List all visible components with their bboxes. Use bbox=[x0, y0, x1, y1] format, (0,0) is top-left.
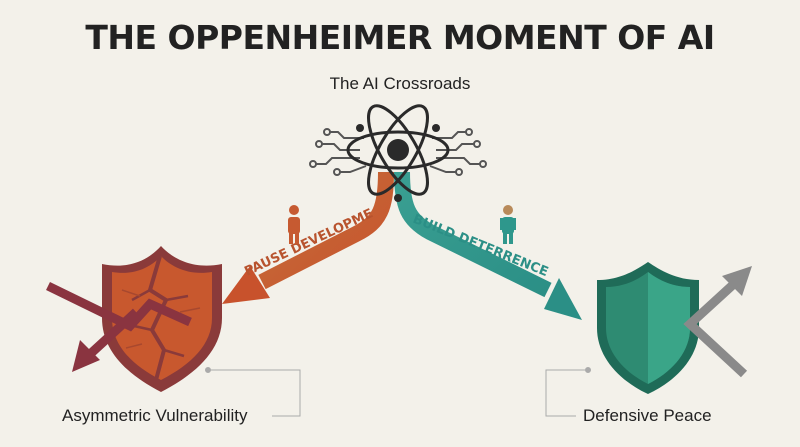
atom-circuit-icon bbox=[309, 104, 487, 202]
build-deterrence-label: BUILD DETERRENCE bbox=[410, 212, 550, 280]
pause-development-label: PAUSE DEVELOPMENT bbox=[0, 0, 376, 280]
person-icon-right bbox=[500, 205, 516, 244]
build-deterrence-arrow bbox=[394, 171, 582, 320]
crossroads-label: The AI Crossroads bbox=[329, 74, 471, 93]
callout-line-left bbox=[205, 367, 301, 417]
upward-arrow-icon bbox=[683, 266, 752, 378]
broken-shield-icon bbox=[102, 246, 222, 392]
downward-arrow-icon bbox=[46, 281, 192, 372]
shield-icon bbox=[597, 262, 699, 394]
pause-development-arrow bbox=[222, 171, 394, 304]
asymmetric-vulnerability-label: Asymmetric Vulnerability bbox=[62, 406, 248, 425]
page-title: THE OPPENHEIMER MOMENT OF AI bbox=[85, 18, 715, 57]
defensive-peace-label: Defensive Peace bbox=[583, 406, 712, 425]
person-icon-left bbox=[288, 205, 300, 244]
callout-line-right bbox=[545, 367, 591, 417]
